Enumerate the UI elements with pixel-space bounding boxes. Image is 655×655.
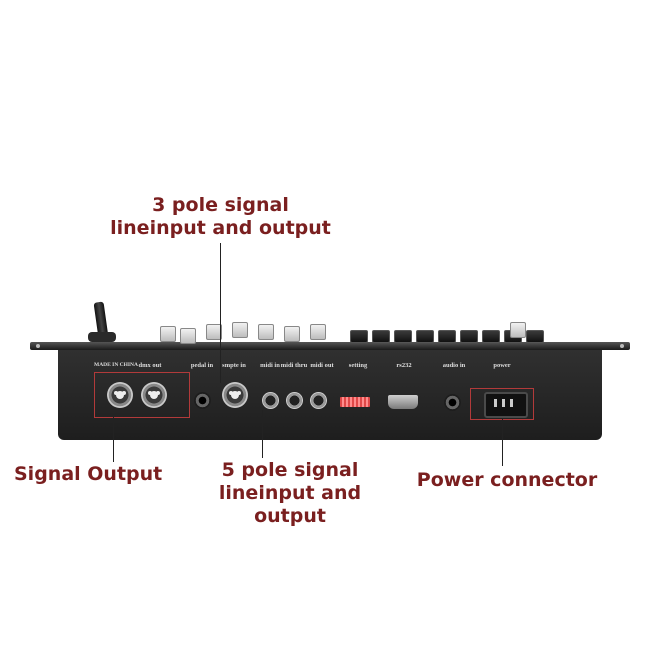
- audio-in-jack: [444, 394, 461, 411]
- key-7: [482, 330, 500, 343]
- label-midi-in: midi in: [260, 362, 280, 369]
- dmx-out-connector-1: [107, 382, 133, 408]
- label-pedal-in: pedal in: [190, 362, 214, 369]
- label-smpte-in: smpte in: [222, 362, 246, 369]
- fader-2: [180, 328, 196, 344]
- rs232-port: [388, 395, 418, 409]
- power-connector-socket: [484, 392, 528, 418]
- key-3: [394, 330, 412, 343]
- key-5: [438, 330, 456, 343]
- leader-3-pole: [220, 243, 221, 383]
- fader-7: [310, 324, 326, 340]
- label-midi-out: midi out: [310, 362, 334, 369]
- key-2: [372, 330, 390, 343]
- key-1: [350, 330, 368, 343]
- dmx-out-connector-2: [141, 382, 167, 408]
- mount-screw-left: [36, 344, 40, 348]
- fader-1: [160, 326, 176, 342]
- midi-thru-connector: [286, 392, 303, 409]
- lighting-console: MADE IN CHINA dmx out pedal in smpte in …: [30, 300, 630, 440]
- key-6: [460, 330, 478, 343]
- midi-out-connector: [310, 392, 327, 409]
- fader-4: [232, 322, 248, 338]
- label-power: power: [493, 362, 511, 369]
- fader-6: [284, 326, 300, 342]
- joystick-base: [88, 332, 116, 342]
- smpte-in-connector: [222, 382, 248, 408]
- setting-dip-switch: [340, 397, 370, 407]
- label-dmx-out: dmx out: [138, 362, 162, 369]
- top-plate: [30, 342, 630, 350]
- callout-power-connector: Power connector: [416, 469, 598, 491]
- label-midi-thru: midi thru: [280, 362, 308, 369]
- fader-right: [510, 322, 526, 338]
- key-4: [416, 330, 434, 343]
- pedal-in-jack: [194, 392, 211, 409]
- highlight-signal-output: [94, 372, 190, 418]
- fader-3: [206, 324, 222, 340]
- leader-5-pole: [262, 410, 263, 458]
- power-connector-pins: [494, 399, 514, 407]
- callout-5-pole-signal: 5 pole signal lineinput and output: [218, 459, 362, 527]
- label-made-in-china: MADE IN CHINA: [94, 362, 138, 368]
- highlight-power-connector: [470, 388, 534, 420]
- callout-3-pole-signal: 3 pole signal lineinput and output: [110, 194, 331, 239]
- midi-in-connector: [262, 392, 279, 409]
- fader-5: [258, 324, 274, 340]
- mount-screw-right: [620, 344, 624, 348]
- label-setting: setting: [348, 362, 368, 369]
- callout-signal-output: Signal Output: [14, 463, 163, 485]
- leader-signal-output: [113, 416, 114, 462]
- label-rs232: rs232: [396, 362, 412, 369]
- label-audio-in: audio in: [442, 362, 466, 369]
- key-9: [526, 330, 544, 343]
- leader-power: [502, 418, 503, 466]
